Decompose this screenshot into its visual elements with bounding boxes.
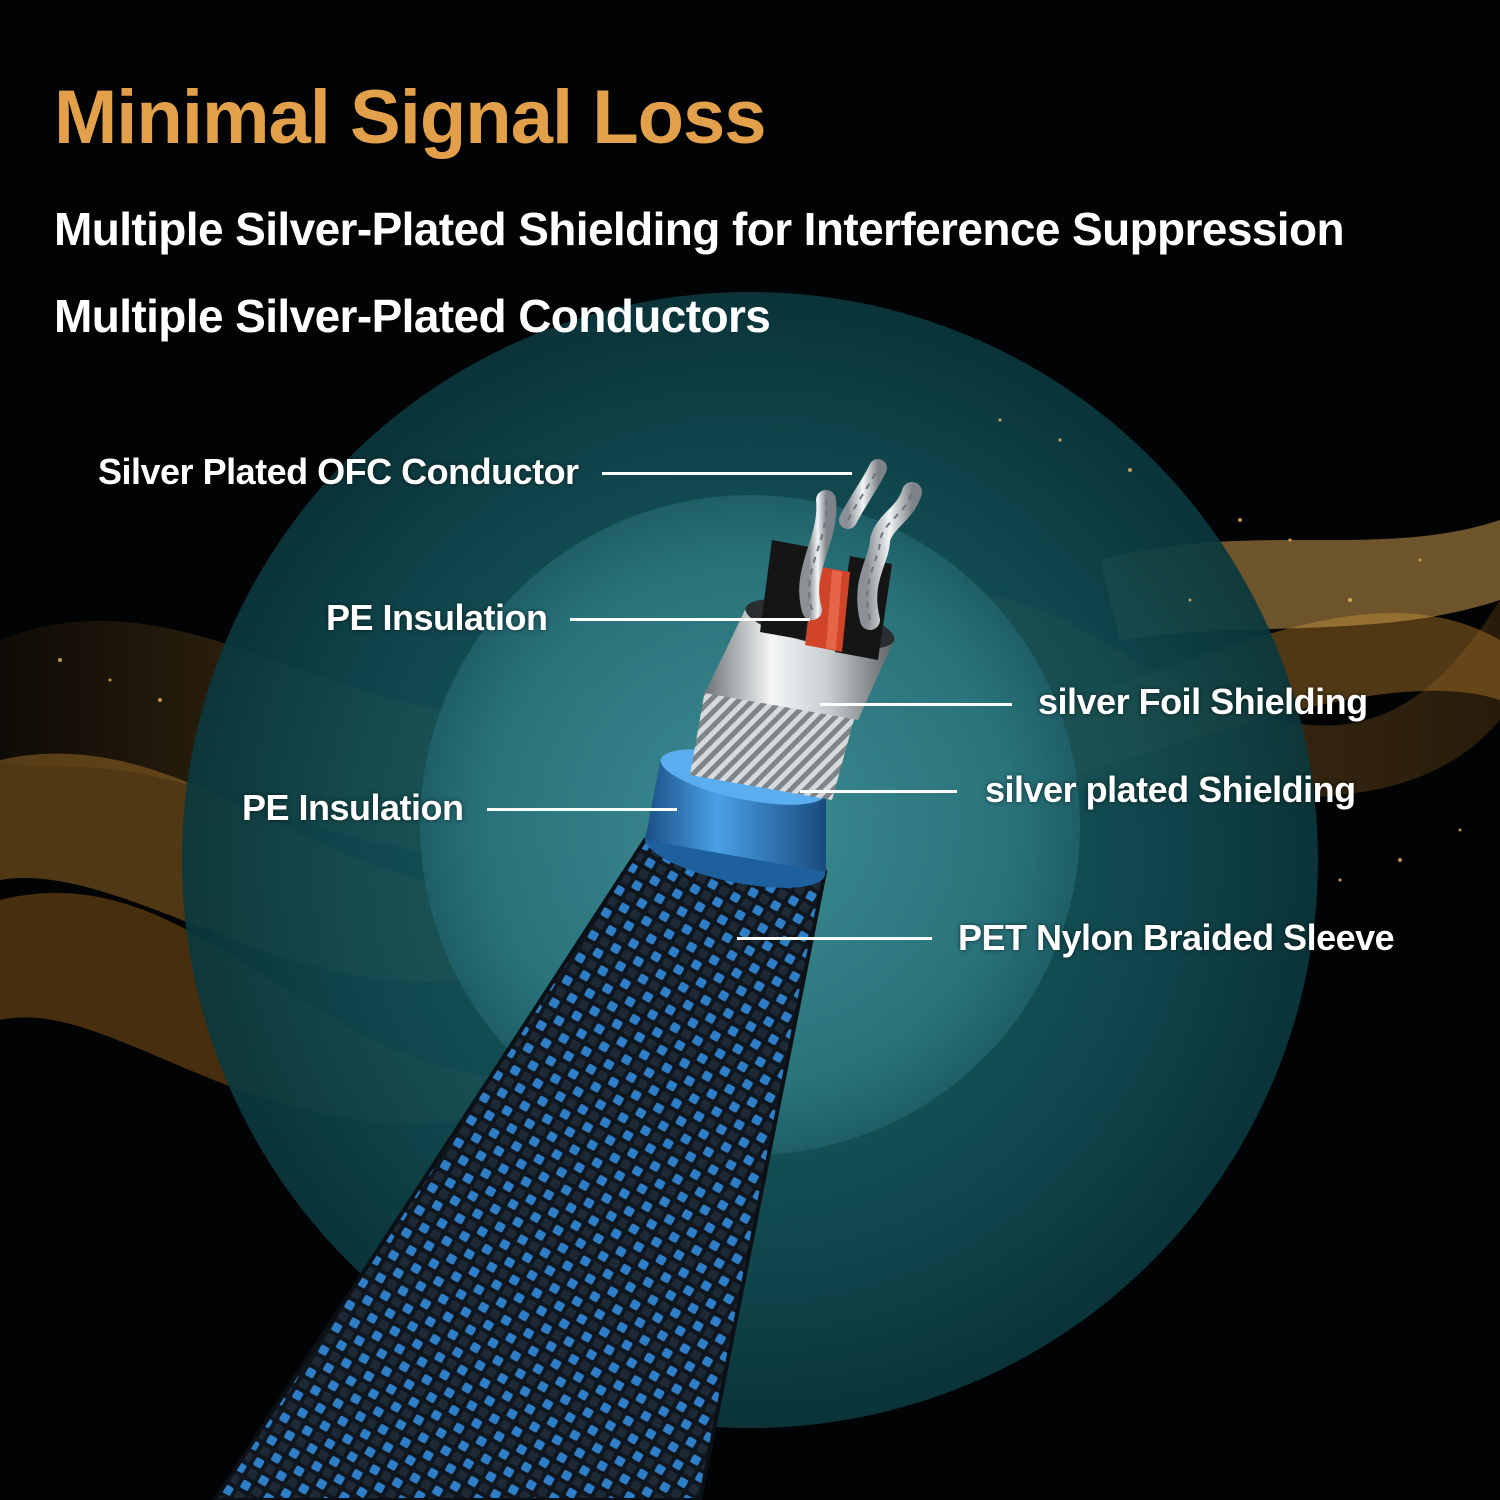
callout-nylon-braided-sleeve: PET Nylon Braided Sleeve	[958, 917, 1395, 958]
callout-plated-shielding: silver plated Shielding	[985, 769, 1356, 810]
leader-line-nylon-braided-sleeve	[737, 937, 932, 940]
leader-line-plated-shielding	[800, 790, 957, 793]
callout-ofc-conductor: Silver Plated OFC Conductor	[98, 451, 579, 492]
callout-pe-insulation-outer: PE Insulation	[242, 787, 464, 828]
callout-pe-insulation-inner: PE Insulation	[326, 597, 548, 638]
leader-line-ofc-conductor	[602, 472, 852, 475]
subheading-conductors: Multiple Silver-Plated Conductors	[54, 290, 771, 342]
leader-line-foil-shielding	[820, 703, 1012, 706]
headline: Minimal Signal Loss	[54, 75, 767, 160]
subheading-shielding: Multiple Silver-Plated Shielding for Int…	[54, 203, 1345, 255]
leader-line-pe-insulation-inner	[570, 618, 810, 621]
leader-line-pe-insulation-outer	[487, 808, 677, 811]
callout-foil-shielding: silver Foil Shielding	[1038, 681, 1368, 722]
